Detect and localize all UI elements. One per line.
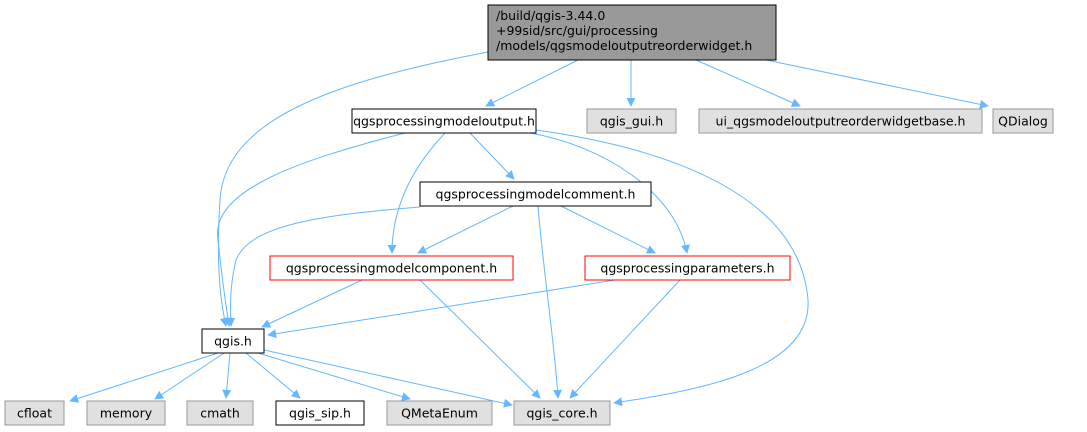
node-memory[interactable]: memory [86, 400, 166, 426]
node-label: qgis_gui.h [600, 114, 663, 129]
edge-root-to-qdialog [765, 59, 989, 109]
node-cmath[interactable]: cmath [186, 400, 254, 426]
node-label: cfloat [17, 406, 52, 421]
edge-modelcomponent-to-core [419, 279, 541, 399]
node-label: QDialog [998, 114, 1048, 129]
node-label: memory [100, 406, 153, 421]
node-box [86, 400, 166, 426]
node-label: qgsprocessingmodelcomment.h [436, 187, 636, 202]
node-modelcomment[interactable]: qgsprocessingmodelcomment.h [419, 181, 652, 207]
node-label: /build/qgis-3.44.0 [496, 8, 605, 23]
edge-modeloutput-to-qgis [217, 132, 406, 327]
node-label: qgis_sip.h [289, 406, 351, 421]
edge-modeloutput-to-parameters [529, 132, 690, 254]
node-box [487, 4, 777, 61]
node-box [586, 108, 677, 134]
node-modeloutput[interactable]: qgsprocessingmodeloutput.h [351, 108, 537, 134]
nodes-layer: /build/qgis-3.44.0+99sid/src/gui/process… [4, 4, 1054, 426]
edge-modeloutput-to-modelcomment [469, 132, 515, 180]
node-box [584, 255, 791, 281]
edge-root-to-qgis [217, 51, 489, 327]
node-qdialog[interactable]: QDialog [992, 108, 1054, 134]
node-box [201, 328, 265, 354]
edge-root-to-uibase [695, 59, 801, 107]
node-box [275, 400, 365, 426]
node-box [4, 400, 65, 426]
edge-modeloutput-to-core [535, 129, 809, 407]
edge-qgis-to-cfloat [69, 352, 219, 403]
node-label: +99sid/src/gui/processing [496, 23, 658, 38]
node-box [351, 108, 537, 134]
edge-modelcomment-to-core [537, 205, 563, 399]
edge-root-to-modeloutput [485, 59, 579, 107]
edge-qgis-to-cmath [222, 352, 232, 399]
node-core[interactable]: qgis_core.h [513, 400, 611, 426]
node-qgis[interactable]: qgis.h [201, 328, 265, 354]
edge-qgis-to-memory [154, 352, 225, 400]
node-label: cmath [200, 406, 240, 421]
node-cfloat[interactable]: cfloat [4, 400, 65, 426]
node-qmetaenum[interactable]: QMetaEnum [386, 400, 493, 426]
edge-qgis-to-qmetaenum [257, 352, 411, 401]
node-box [186, 400, 254, 426]
edge-modelcomment-to-parameters [560, 205, 656, 254]
node-label: qgsprocessingmodeloutput.h [353, 114, 535, 129]
node-label: qgis_core.h [526, 406, 597, 421]
edge-modelcomment-to-modelcomponent [417, 205, 514, 254]
node-label: QMetaEnum [401, 406, 478, 421]
edge-parameters-to-qgis [267, 279, 616, 339]
node-label: /models/qgsmodeloutputreorderwidget.h [496, 38, 752, 53]
node-label: qgsprocessingparameters.h [600, 261, 774, 276]
node-root[interactable]: /build/qgis-3.44.0+99sid/src/gui/process… [487, 4, 777, 61]
node-box [513, 400, 611, 426]
node-label: qgis.h [214, 334, 252, 349]
edge-qgis-to-core [263, 349, 513, 408]
node-parameters[interactable]: qgsprocessingparameters.h [584, 255, 791, 281]
node-box [269, 255, 514, 281]
node-box [386, 400, 493, 426]
node-label: ui_qgsmodeloutputreorderwidgetbase.h [716, 114, 966, 129]
node-box [698, 108, 983, 134]
node-gui[interactable]: qgis_gui.h [586, 108, 677, 134]
edge-qgis-to-sip [245, 352, 301, 399]
node-box [992, 108, 1054, 134]
node-modelcomponent[interactable]: qgsprocessingmodelcomponent.h [269, 255, 514, 281]
node-uibase[interactable]: ui_qgsmodeloutputreorderwidgetbase.h [698, 108, 983, 134]
edges-layer [69, 51, 989, 408]
node-sip[interactable]: qgis_sip.h [275, 400, 365, 426]
node-label: qgsprocessingmodelcomponent.h [286, 261, 497, 276]
edge-parameters-to-core [569, 279, 681, 399]
edge-modeloutput-to-modelcomponent [387, 132, 446, 254]
edge-modelcomponent-to-qgis [261, 279, 363, 328]
node-box [419, 181, 652, 207]
edge-modelcomment-to-qgis [226, 206, 421, 327]
